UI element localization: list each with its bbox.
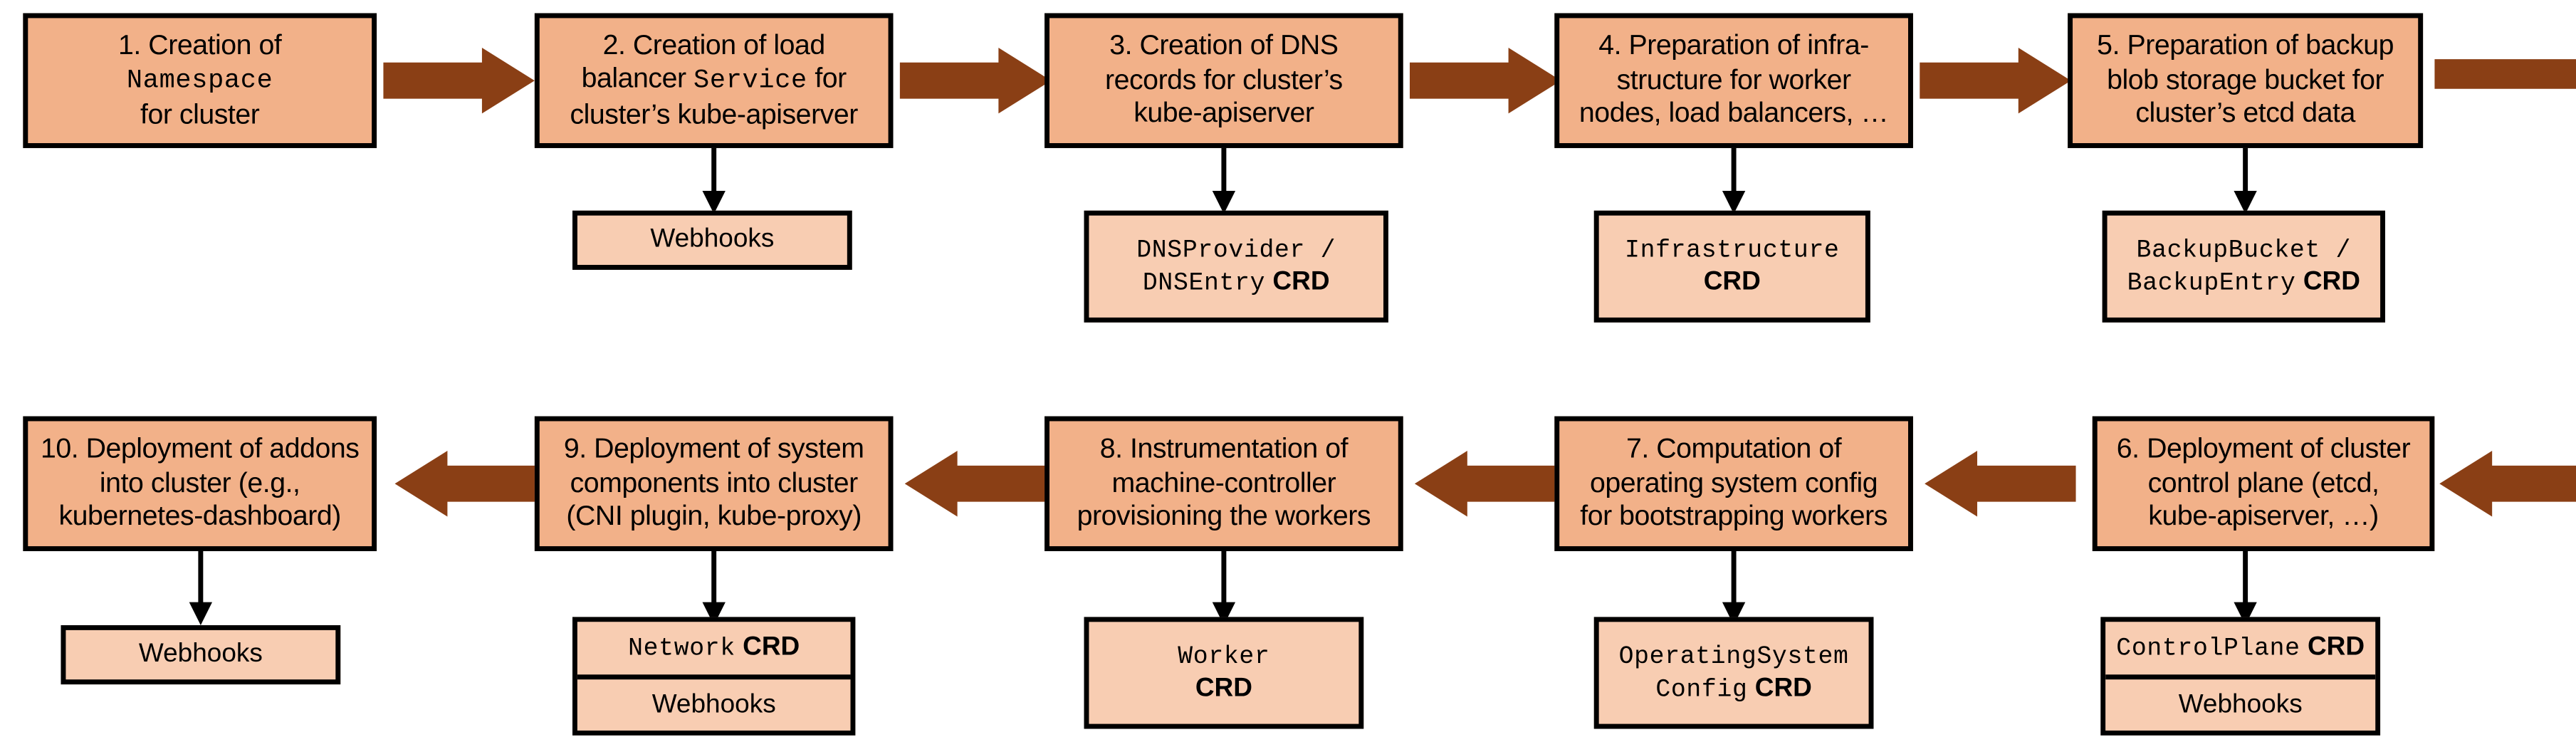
artifact-10-text: Webhooks — [138, 640, 263, 669]
artifact-2-text: Webhooks — [650, 226, 775, 254]
connector-step6-controlplane-crd — [2229, 550, 2262, 625]
arrow-3-4 — [1409, 48, 1561, 114]
artifact-6-cell-controlplane-crd: ControlPlane CRD — [2105, 622, 2376, 674]
arrow-2-3 — [899, 48, 1052, 114]
arrow-8-7 — [1414, 451, 1566, 517]
artifact-9-cell-webhooks: Webhooks — [577, 674, 851, 731]
arrow-5-6-head — [2439, 451, 2576, 517]
connector-step9-network-crd — [698, 550, 731, 625]
connector-step5-backup-crd — [2229, 147, 2262, 214]
connector-step3-dns-crd — [1208, 147, 1240, 214]
arrow-9-8 — [904, 451, 1057, 517]
artifact-6-cell-webhooks: Webhooks — [2105, 674, 2376, 731]
connector-step4-infra-crd — [1717, 147, 1750, 214]
artifact-9-cell-network-crd: Network CRD — [577, 622, 851, 674]
arrow-5-6-elbow — [2434, 46, 2576, 511]
connector-step8-worker-crd — [1208, 550, 1240, 625]
artifact-3-text: DNSProvider /DNSEntry CRD — [1136, 236, 1336, 298]
step-box-4[interactable]: 4. Preparation of infra-structure for wo… — [1554, 13, 1913, 148]
connector-step7-osc-crd — [1717, 550, 1750, 625]
arrow-1-2 — [383, 48, 535, 114]
artifact-box-dns-crd[interactable]: DNSProvider /DNSEntry CRD — [1084, 210, 1388, 323]
artifact-stack-network[interactable]: Network CRD Webhooks — [572, 617, 856, 736]
connector-step10-webhooks — [184, 550, 217, 625]
artifact-5-text: BackupBucket /BackupEntry CRD — [2127, 236, 2360, 298]
artifact-stack-controlplane[interactable]: ControlPlane CRD Webhooks — [2100, 617, 2381, 736]
step-4-text: 4. Preparation of infra-structure for wo… — [1578, 30, 1889, 129]
artifact-box-backupbucket-crd[interactable]: BackupBucket /BackupEntry CRD — [2102, 210, 2386, 323]
arrow-7-6 — [1925, 451, 2076, 517]
artifact-box-webhooks-10[interactable]: Webhooks — [61, 625, 341, 685]
connector-step2-webhooks — [698, 147, 731, 214]
arrow-4-5 — [1920, 48, 2071, 114]
arrow-10-9 — [394, 451, 547, 517]
artifact-box-webhooks-2[interactable]: Webhooks — [572, 210, 852, 270]
